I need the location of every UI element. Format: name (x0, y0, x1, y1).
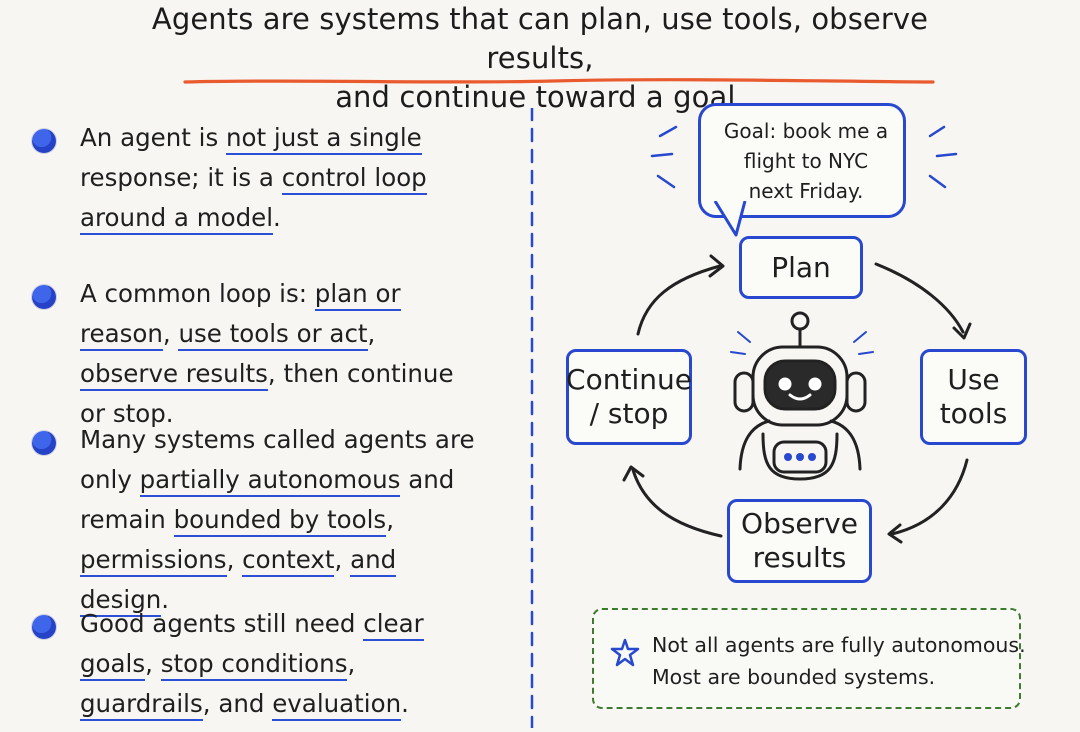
agent-loop-diagram (622, 125, 972, 544)
bullet-item-2: A common loop is: plan or reason, use to… (32, 274, 472, 428)
bullet-text-fragment: , then continue or stop. (80, 359, 454, 428)
bullet-text-fragment: , and (202, 689, 273, 718)
underlined-phrase: clear goals (80, 609, 424, 681)
underlined-phrase: context (242, 545, 335, 577)
bullet-text-4: Good agents still need clear goals, stop… (80, 604, 475, 724)
robot-spark-icons (730, 331, 874, 355)
underlined-phrase: control loop (281, 163, 427, 195)
bullet-text-fragment: , (162, 319, 179, 348)
title-underline (183, 78, 935, 84)
bullet-text-fragment: . (273, 203, 281, 232)
underlined-phrase: and design (80, 545, 397, 617)
underlined-phrase: observe results (80, 359, 268, 391)
underlined-phrase: around a model (80, 203, 274, 235)
autonomy-note: Not all agents are fully autonomous. Mos… (592, 608, 1026, 709)
blue-dot-icon (32, 615, 56, 639)
bullet-text-fragment: Good agents still need (80, 609, 364, 638)
plan-label: Plan (771, 250, 831, 284)
use-tools-label: Use tools (939, 363, 1008, 430)
underlined-phrase: permissions (80, 545, 227, 577)
star-icon (610, 638, 640, 667)
blue-dot-icon (32, 431, 56, 455)
bullet-text-2: A common loop is: plan or reason, use to… (80, 274, 475, 434)
bullet-text-fragment: . (161, 585, 170, 614)
bullet-item-1: An agent is not just a single response; … (32, 118, 472, 242)
blue-dot-icon (32, 129, 56, 153)
speech-bubble-tail (713, 201, 747, 237)
observe-results-label: Observe results (741, 507, 858, 574)
continue-stop-label: Continue / stop (566, 363, 692, 430)
underlined-phrase: not just a single (226, 123, 422, 155)
blue-dot-icon (32, 285, 56, 309)
underlined-phrase: use tools or act (178, 319, 368, 351)
goal-speech-bubble: Goal: book me a flight to NYC next Frida… (698, 103, 906, 218)
bullet-text-fragment: , (347, 649, 356, 678)
plan-node: Plan (739, 236, 863, 299)
bullet-text-1: An agent is not just a single response; … (80, 118, 475, 238)
bullet-text-fragment: response; it is a (80, 163, 282, 192)
continue-stop-node: Continue / stop (566, 349, 692, 445)
underlined-phrase: guardrails (80, 689, 203, 721)
note-line-2: Most are bounded systems. (652, 665, 936, 689)
bullet-text-fragment: , (334, 545, 351, 574)
bullet-item-4: Good agents still need clear goals, stop… (32, 604, 472, 728)
robot-icon (733, 311, 867, 481)
underlined-phrase: plan or reason (80, 279, 401, 351)
bullet-text-3: Many systems called agents are only part… (80, 420, 475, 620)
bullet-text-fragment: and remain (80, 465, 455, 534)
underlined-phrase: bounded by tools (173, 505, 387, 537)
circular-arrows-icon (622, 254, 972, 544)
underlined-phrase: evaluation (272, 689, 402, 721)
note-line-1: Not all agents are fully autonomous. (652, 633, 1026, 657)
bullet-text-fragment: Many systems called agents are only (80, 425, 475, 494)
bullet-text-fragment: A common loop is: (80, 279, 315, 308)
goal-text: Goal: book me a flight to NYC next Frida… (723, 119, 889, 203)
underlined-phrase: stop conditions (160, 649, 348, 681)
bullet-text-fragment: , (367, 319, 376, 348)
use-tools-node: Use tools (920, 349, 1027, 445)
bullet-text-fragment: . (401, 689, 409, 718)
bullet-text-fragment: , (386, 505, 394, 534)
title-line-2: and continue toward a goal. (335, 80, 745, 114)
page-title: Agents are systems that can plan, use to… (120, 0, 960, 117)
bullet-text-fragment: , (226, 545, 243, 574)
observe-results-node: Observe results (727, 499, 872, 583)
underlined-phrase: partially autonomous (139, 465, 401, 497)
spark-icon (650, 125, 958, 189)
bullet-text-fragment: , (145, 649, 161, 678)
title-line-1: Agents are systems that can plan, use to… (151, 2, 929, 75)
bullet-text-fragment: An agent is (80, 123, 226, 152)
bullet-item-3: Many systems called agents are only part… (32, 420, 475, 617)
column-divider (530, 108, 534, 728)
